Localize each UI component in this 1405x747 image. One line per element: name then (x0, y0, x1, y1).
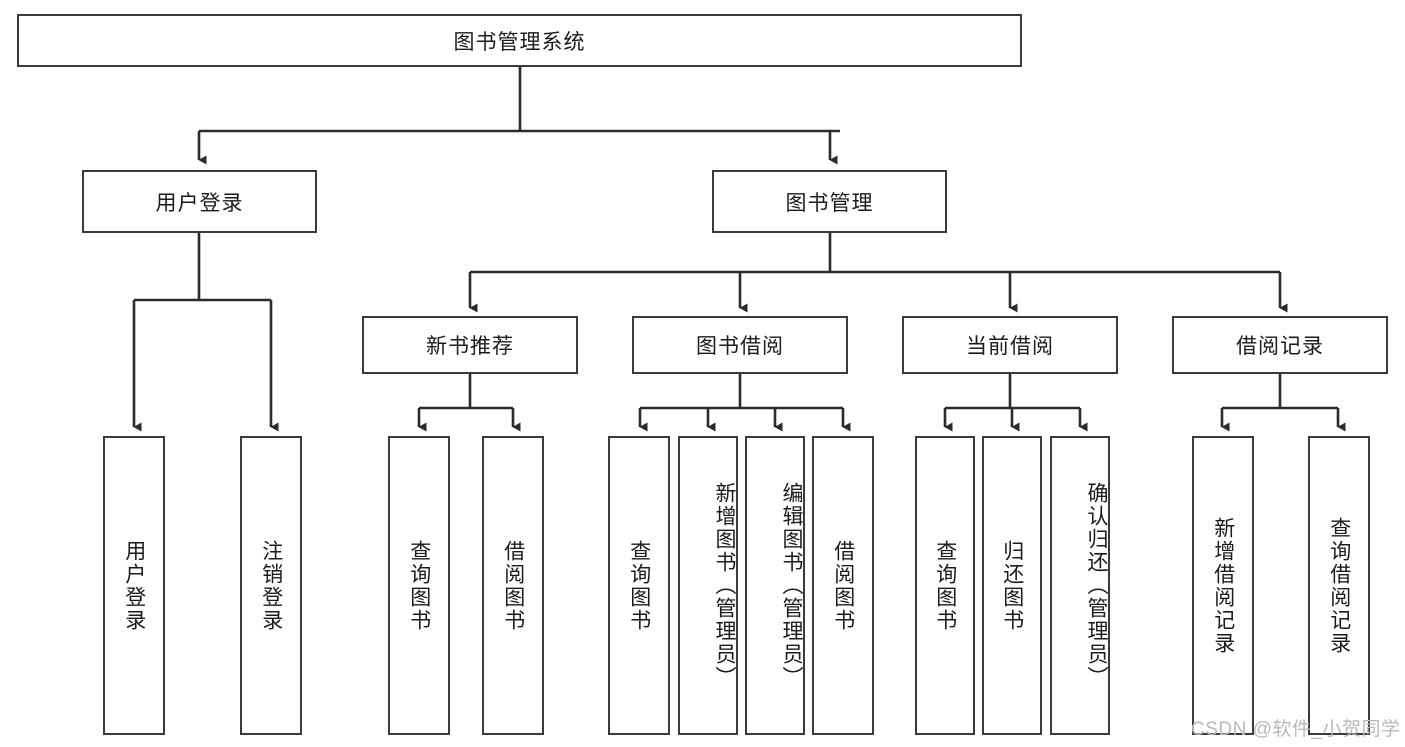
node-leaf-add-book-admin-label: 新增图书（管理员） (713, 482, 736, 689)
node-borrow-record[interactable]: 借阅记录 (1172, 316, 1388, 374)
node-leaf-query-book-current-label: 查询图书 (933, 539, 957, 632)
node-leaf-query-book-recommend[interactable]: 查询图书 (388, 436, 450, 735)
node-leaf-add-book-admin[interactable]: 新增图书（管理员） (678, 436, 738, 735)
node-leaf-query-book-recommend-label: 查询图书 (407, 539, 431, 632)
node-new-book-recommend[interactable]: 新书推荐 (362, 316, 578, 374)
node-user-login-label: 用户登录 (155, 191, 244, 215)
node-leaf-logout-label: 注销登录 (259, 539, 283, 632)
node-leaf-borrow-book-recommend-label: 借阅图书 (501, 539, 525, 632)
node-leaf-logout[interactable]: 注销登录 (240, 436, 302, 735)
node-current-borrow-label: 当前借阅 (966, 335, 1054, 358)
node-root-system[interactable]: 图书管理系统 (17, 14, 1022, 67)
node-leaf-edit-book-admin[interactable]: 编辑图书（管理员） (745, 436, 805, 735)
node-leaf-query-book-current[interactable]: 查询图书 (915, 436, 975, 735)
node-root-system-label: 图书管理系统 (453, 30, 586, 54)
node-leaf-return-book-label: 归还图书 (1000, 539, 1024, 632)
node-leaf-query-book-borrow[interactable]: 查询图书 (608, 436, 670, 735)
node-leaf-borrow-book-label: 借阅图书 (831, 539, 855, 632)
node-leaf-borrow-book-recommend[interactable]: 借阅图书 (482, 436, 544, 735)
node-leaf-user-login-label: 用户登录 (122, 539, 146, 632)
node-book-management-label: 图书管理 (785, 191, 874, 215)
node-leaf-return-book[interactable]: 归还图书 (982, 436, 1042, 735)
node-borrow-record-label: 借阅记录 (1236, 335, 1324, 358)
node-user-login[interactable]: 用户登录 (82, 170, 317, 233)
node-book-borrow[interactable]: 图书借阅 (632, 316, 848, 374)
node-leaf-add-borrow-record-label: 新增借阅记录 (1211, 516, 1235, 655)
node-leaf-edit-book-admin-label: 编辑图书（管理员） (780, 482, 803, 689)
node-leaf-query-borrow-record[interactable]: 查询借阅记录 (1308, 436, 1370, 735)
node-leaf-add-borrow-record[interactable]: 新增借阅记录 (1192, 436, 1254, 735)
node-current-borrow[interactable]: 当前借阅 (902, 316, 1118, 374)
node-book-borrow-label: 图书借阅 (696, 335, 784, 358)
node-leaf-query-borrow-record-label: 查询借阅记录 (1327, 516, 1351, 655)
node-book-management[interactable]: 图书管理 (712, 170, 947, 233)
node-leaf-user-login[interactable]: 用户登录 (103, 436, 165, 735)
node-leaf-confirm-return-admin[interactable]: 确认归还（管理员） (1050, 436, 1110, 735)
node-leaf-query-book-borrow-label: 查询图书 (627, 539, 651, 632)
node-leaf-confirm-return-admin-label: 确认归还（管理员） (1085, 482, 1108, 689)
node-new-book-recommend-label: 新书推荐 (426, 335, 514, 358)
node-leaf-borrow-book[interactable]: 借阅图书 (812, 436, 874, 735)
